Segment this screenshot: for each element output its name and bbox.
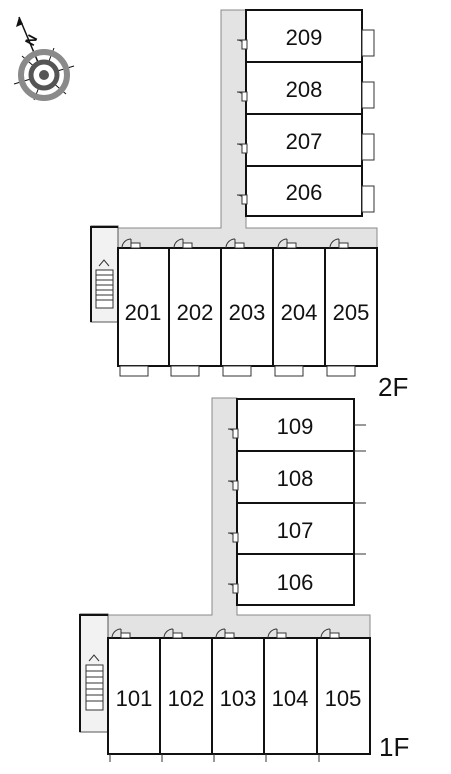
unit-number: 209	[286, 25, 323, 50]
staircase-2f	[95, 259, 114, 309]
unit-209: 209	[236, 9, 375, 63]
unit-number: 201	[125, 300, 162, 325]
unit-number: 206	[286, 180, 323, 205]
unit-103: 103	[211, 628, 265, 762]
unit-number: 102	[168, 686, 205, 711]
unit-105: 105	[316, 628, 371, 762]
unit-number: 205	[333, 300, 370, 325]
unit-202: 202	[168, 238, 222, 377]
unit-number: 107	[277, 518, 314, 543]
unit-102: 102	[159, 628, 213, 762]
unit-number: 105	[325, 686, 362, 711]
unit-206: 206	[236, 165, 375, 217]
unit-207: 207	[236, 113, 375, 167]
compass-north-label: N	[22, 32, 41, 48]
staircase-1f	[85, 654, 104, 711]
unit-number: 204	[281, 300, 318, 325]
unit-number: 106	[277, 570, 314, 595]
unit-208: 208	[236, 61, 375, 115]
floor-label-1f: 1F	[379, 732, 409, 762]
unit-number: 203	[229, 300, 266, 325]
unit-number: 208	[286, 77, 323, 102]
floor-1f: 109 108 107 106	[79, 397, 409, 762]
unit-101: 101	[107, 628, 161, 762]
unit-number: 109	[277, 414, 314, 439]
unit-204: 204	[272, 238, 326, 377]
unit-108: 108	[227, 450, 366, 504]
unit-number: 103	[220, 686, 257, 711]
unit-number: 207	[286, 129, 323, 154]
compass-rose-icon: N	[13, 16, 75, 101]
unit-number: 108	[277, 466, 314, 491]
unit-104: 104	[263, 628, 318, 762]
unit-107: 107	[227, 502, 366, 555]
unit-201: 201	[117, 238, 170, 377]
floor-2f: 209 208 207 206	[90, 9, 408, 402]
unit-number: 101	[116, 686, 153, 711]
unit-number: 104	[272, 686, 309, 711]
unit-203: 203	[220, 238, 274, 377]
unit-number: 202	[177, 300, 214, 325]
unit-106: 106	[227, 553, 355, 606]
unit-205: 205	[324, 238, 378, 377]
unit-109: 109	[227, 398, 366, 452]
floor-label-2f: 2F	[378, 372, 408, 402]
